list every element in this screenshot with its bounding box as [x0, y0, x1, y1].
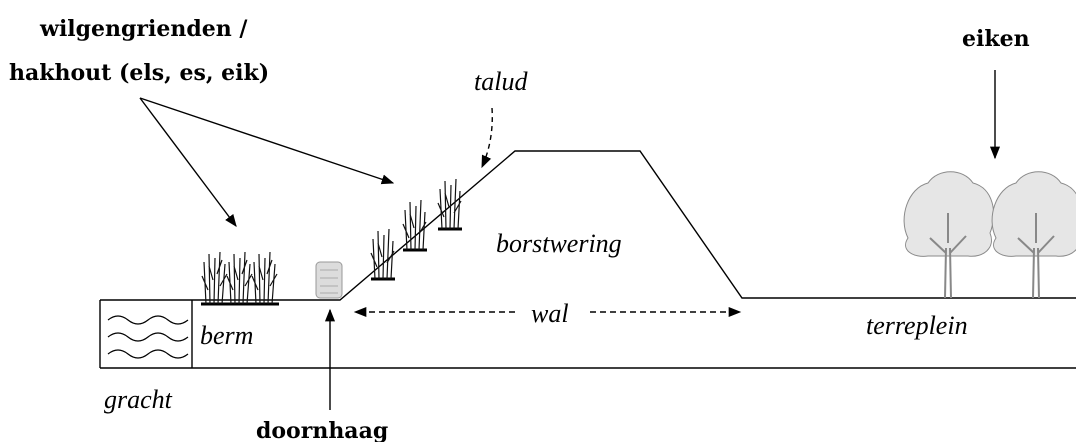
slope-willows — [370, 178, 462, 281]
oaks-label: eiken — [962, 26, 1030, 52]
willows-label-line1: wilgengrienden / — [39, 16, 248, 42]
willows-berm-arrow — [139, 97, 237, 228]
willow-shrub-icon — [370, 228, 395, 281]
talud-label: talud — [474, 67, 528, 96]
berm-label: berm — [200, 321, 253, 350]
talud-arrow — [481, 107, 493, 169]
hedge-bundle-icon — [315, 261, 343, 299]
willows-label-line2: hakhout (els, es, eik) — [9, 60, 269, 86]
berm-willows — [201, 251, 279, 306]
pointer-arrows — [139, 70, 1001, 410]
willow-shrub-icon — [251, 251, 279, 306]
doornhaag-label: doornhaag — [256, 418, 388, 442]
gracht-label: gracht — [104, 385, 173, 414]
oak-trees — [903, 171, 1076, 299]
willows-slope-arrow — [139, 97, 395, 185]
water-wave-icon — [107, 315, 189, 359]
ground-profile — [99, 150, 1076, 369]
willow-shrub-icon — [437, 178, 462, 231]
borstwering-label: borstwering — [496, 229, 622, 258]
willow-shrub-icon — [226, 251, 254, 306]
wal-label: wal — [531, 299, 569, 328]
oak-tree-icon — [903, 171, 995, 299]
willow-shrub-icon — [201, 251, 229, 306]
oak-tree-icon — [991, 171, 1076, 299]
terreplein-label: terreplein — [866, 311, 968, 340]
willow-shrub-icon — [402, 199, 427, 252]
